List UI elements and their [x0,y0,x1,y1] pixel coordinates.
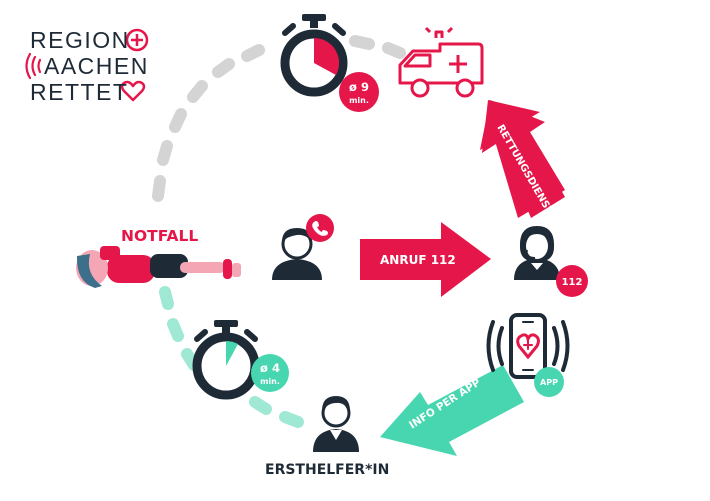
logo-line-rettet: RETTET [30,79,129,105]
app-badge [534,367,564,397]
stopwatch-bottom-icon [192,320,260,400]
timer-bottom-unit: min. [260,377,280,386]
patient-lying-icon [76,246,241,288]
dispatcher-badge-label: 112 [562,277,583,288]
timer-top-unit: min. [349,96,369,105]
timer-bottom-badge [251,354,289,392]
timer-bottom-value: ø 4 [260,361,280,375]
logo-line-region: REGION [30,27,130,53]
phone-badge-icon [306,214,334,242]
info-app-arrow [380,365,524,456]
logo-heart-icon [120,80,146,102]
logo-line-aachen: AACHEN [44,53,149,79]
stopwatch-top-icon [280,14,348,97]
grey-dotted-path [152,35,406,202]
ambulance-icon [398,26,484,98]
anruf-label: ANRUF 112 [380,253,456,267]
rettungsdienst-arrow [480,100,565,218]
timer-top-value: ø 9 [349,80,369,94]
notfall-label: NOTFALL [121,227,198,245]
teal-dotted-path [159,286,304,428]
app-badge-label: APP [540,378,558,387]
logo-plus-icon [125,28,149,52]
ersthelfer-label: ERSTHELFER*IN [265,462,389,478]
smartphone-app-icon [486,313,570,379]
first-responder-person-icon [313,396,359,452]
caller-person-icon [272,228,322,280]
logo-signal-icon [25,52,42,80]
dispatcher-badge [556,265,588,297]
timer-top-badge [339,72,379,112]
anruf-arrow [360,222,491,297]
dispatcher-person-icon [514,226,560,280]
